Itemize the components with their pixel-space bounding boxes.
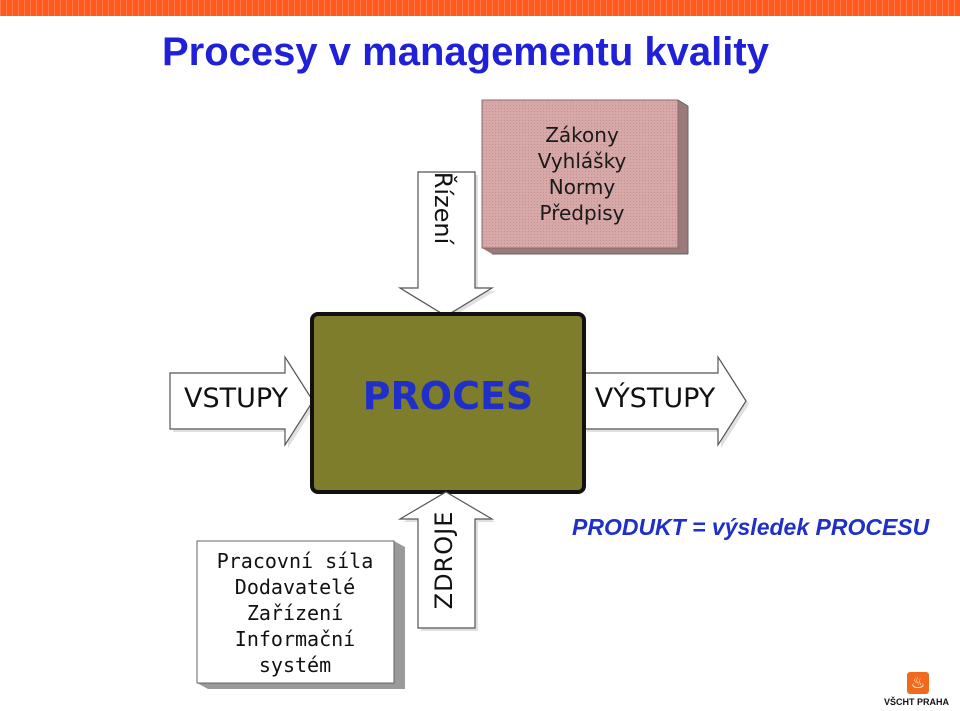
outputs-arrow bbox=[583, 354, 749, 448]
inputs-label: VSTUPY bbox=[183, 383, 289, 414]
resource-item: Informační bbox=[234, 627, 356, 651]
page-title: Procesy v managementu kvality bbox=[162, 30, 769, 74]
product-note: PRODUKT = výsledek PROCESU bbox=[572, 514, 930, 540]
vscht-logo: ♨ VŠCHT PRAHA bbox=[884, 672, 950, 708]
regulations-box bbox=[481, 99, 689, 255]
outputs-label: VÝSTUPY bbox=[594, 383, 716, 414]
control-label: Řízení bbox=[429, 171, 457, 245]
resource-item: Zařízení bbox=[246, 601, 344, 625]
resource-item: Dodavatelé bbox=[234, 575, 356, 599]
resources-box bbox=[196, 540, 405, 689]
control-arrow bbox=[397, 171, 495, 319]
resource-item: systém bbox=[258, 653, 332, 677]
regulation-item: Vyhlášky bbox=[537, 149, 627, 173]
resources-list: Pracovní síla Dodavatelé Zařízení Inform… bbox=[197, 548, 393, 678]
header-bar bbox=[0, 0, 960, 16]
regulation-item: Předpisy bbox=[539, 201, 625, 225]
regulation-item: Zákony bbox=[545, 123, 619, 147]
logo-text: VŠCHT PRAHA bbox=[884, 697, 950, 707]
inputs-arrow bbox=[169, 354, 316, 448]
process-box bbox=[310, 312, 586, 494]
regulations-list: Zákony Vyhlášky Normy Předpisy bbox=[482, 100, 682, 248]
resource-item: Pracovní síla bbox=[216, 549, 374, 573]
regulation-item: Normy bbox=[548, 175, 616, 199]
resources-arrow bbox=[397, 491, 495, 631]
resources-label: ZDROJE bbox=[430, 510, 458, 610]
flame-icon: ♨ bbox=[907, 672, 929, 694]
process-label: PROCES bbox=[362, 374, 534, 418]
